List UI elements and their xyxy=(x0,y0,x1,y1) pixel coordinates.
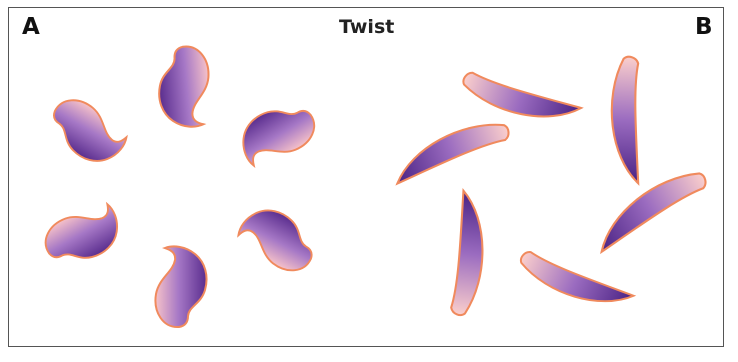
crescent-right-lower xyxy=(586,162,712,253)
s-shape-upper-left xyxy=(40,90,134,174)
panel-b-label: B xyxy=(695,14,713,40)
s-shape-lower-left xyxy=(36,194,130,277)
crescent-bottom-left xyxy=(445,189,493,319)
s-shape-top xyxy=(154,43,215,131)
crescent-upper-left xyxy=(386,114,514,185)
s-shape-lower-right xyxy=(231,198,325,280)
s-shape-upper-right xyxy=(230,91,324,176)
panel-a-label: A xyxy=(22,14,40,40)
crescent-top xyxy=(457,65,583,135)
panel-a-shapes xyxy=(36,43,325,329)
panel-b-shapes xyxy=(386,55,712,322)
crescent-bottom-right xyxy=(514,245,635,322)
crescent-right-upper xyxy=(608,55,644,185)
s-shape-bottom xyxy=(154,245,208,329)
figure-title: Twist xyxy=(339,16,395,38)
